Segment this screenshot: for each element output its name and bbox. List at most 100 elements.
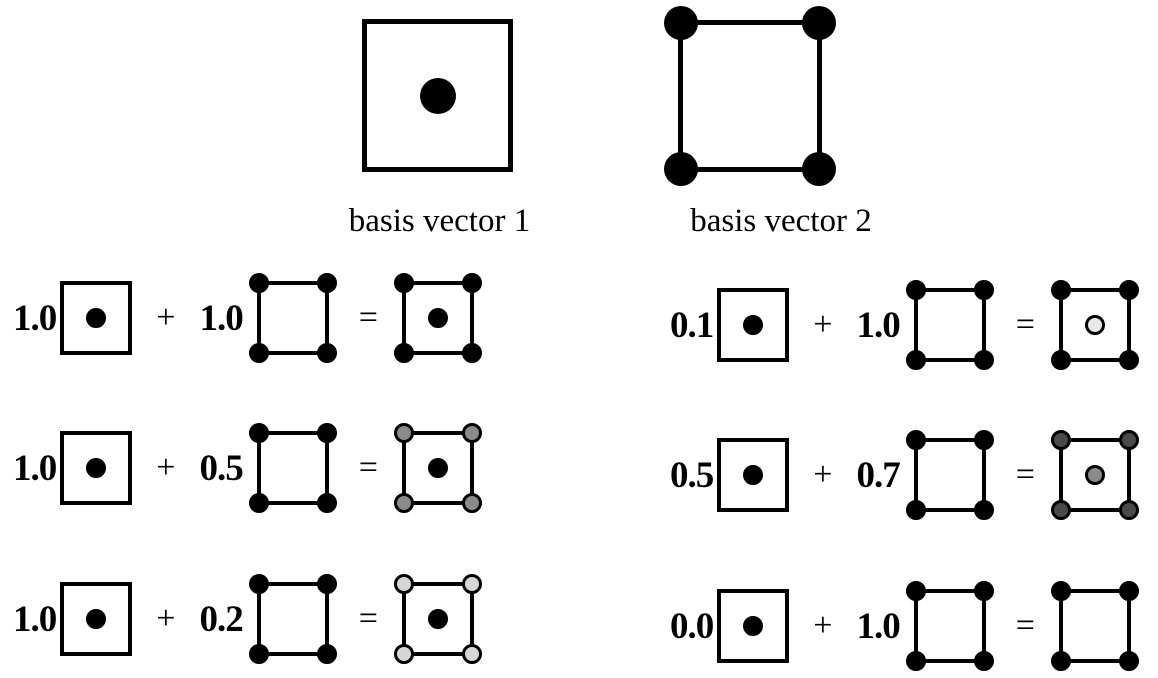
corner-dot	[248, 574, 269, 594]
equals-operator: =	[1015, 456, 1035, 493]
basis1-term-square	[717, 288, 790, 362]
basis2-term-square	[905, 581, 994, 671]
coefficient-basis2: 1.0	[199, 297, 243, 339]
corner-dot	[905, 350, 926, 370]
equation-row: 0.1 + 1.0 =	[670, 280, 1139, 370]
basis2-term-square	[905, 280, 994, 370]
plus-operator: +	[813, 456, 833, 493]
corner-dot	[316, 273, 337, 293]
result-center-dot	[427, 458, 448, 478]
corner-dot	[905, 651, 926, 671]
coefficient-basis2: 1.0	[856, 605, 900, 647]
center-dot	[743, 465, 764, 485]
basis1-term-square	[717, 438, 790, 512]
equals-operator: =	[1015, 306, 1035, 343]
equals-operator: =	[1015, 607, 1035, 644]
corner-dot	[973, 500, 994, 520]
result-corner-dot	[393, 644, 414, 664]
result-square	[1050, 280, 1139, 370]
result-corner-dot	[461, 644, 482, 664]
equals-operator: =	[358, 449, 378, 486]
center-dot	[86, 609, 107, 629]
result-corner-dot	[393, 343, 414, 363]
corner-dot	[316, 493, 337, 513]
corner-dot	[802, 152, 836, 186]
coefficient-basis1: 1.0	[13, 598, 57, 640]
result-corner-dot	[1050, 350, 1071, 370]
corner-dot	[664, 152, 698, 186]
plus-operator: +	[156, 600, 176, 637]
corner-dot	[905, 280, 926, 300]
result-corner-dot	[1050, 651, 1071, 671]
result-corner-dot	[1118, 350, 1139, 370]
result-corner-dot	[1050, 280, 1071, 300]
result-corner-dot	[393, 423, 414, 443]
corner-dot	[973, 350, 994, 370]
corner-dot	[316, 574, 337, 594]
equation-row: 1.0 + 0.5 =	[13, 423, 482, 513]
result-square	[1050, 430, 1139, 520]
coefficient-basis1: 1.0	[13, 297, 57, 339]
plus-operator: +	[156, 299, 176, 336]
result-center-dot	[427, 609, 448, 629]
corner-dot	[973, 581, 994, 601]
corner-dot	[248, 343, 269, 363]
coefficient-basis1: 0.0	[670, 605, 714, 647]
corner-dot	[248, 493, 269, 513]
result-corner-dot	[1050, 500, 1071, 520]
corner-dot	[973, 430, 994, 450]
basis2-term-square	[248, 574, 337, 664]
coefficient-basis1: 0.5	[670, 454, 714, 496]
equation-row: 0.5 + 0.7 =	[670, 430, 1139, 520]
result-center-dot	[1084, 315, 1105, 335]
corner-dot	[973, 280, 994, 300]
coefficient-basis2: 0.2	[199, 598, 243, 640]
corner-dot	[316, 644, 337, 664]
corner-dot	[248, 423, 269, 443]
coefficient-basis1: 0.1	[670, 304, 714, 346]
basis-vector-2-label: basis vector 2	[690, 203, 872, 239]
corner-dot	[802, 6, 836, 40]
result-corner-dot	[393, 273, 414, 293]
equation-row: 0.0 + 1.0 =	[670, 581, 1139, 671]
basis1-term-square	[60, 281, 133, 355]
coefficient-basis2: 0.7	[856, 454, 900, 496]
equals-operator: =	[358, 299, 378, 336]
result-center-dot	[1084, 465, 1105, 485]
coefficient-basis2: 0.5	[199, 447, 243, 489]
result-square	[393, 574, 482, 664]
basis1-term-square	[60, 582, 133, 656]
result-square	[1050, 581, 1139, 671]
corner-dot	[316, 423, 337, 443]
basis-vector-2-square	[664, 6, 836, 186]
result-corner-dot	[1118, 280, 1139, 300]
equation-row: 1.0 + 0.2 =	[13, 574, 482, 664]
corner-dot	[248, 273, 269, 293]
basis2-term-square	[248, 273, 337, 363]
result-corner-dot	[461, 574, 482, 594]
center-dot	[86, 308, 107, 328]
basis1-term-square	[60, 431, 133, 505]
result-corner-dot	[461, 343, 482, 363]
center-dot	[743, 616, 764, 636]
plus-operator: +	[813, 306, 833, 343]
equation-row: 1.0 + 1.0 =	[13, 273, 482, 363]
center-dot	[419, 77, 456, 114]
basis2-term-square	[905, 430, 994, 520]
result-square	[393, 423, 482, 513]
result-corner-dot	[393, 574, 414, 594]
result-corner-dot	[393, 493, 414, 513]
result-corner-dot	[1118, 430, 1139, 450]
corner-dot	[973, 651, 994, 671]
basis1-term-square	[717, 589, 790, 663]
equals-operator: =	[358, 600, 378, 637]
coefficient-basis2: 1.0	[856, 304, 900, 346]
corner-dot	[248, 644, 269, 664]
center-dot	[86, 458, 107, 478]
result-corner-dot	[1118, 500, 1139, 520]
result-center-dot	[427, 308, 448, 328]
result-corner-dot	[461, 493, 482, 513]
coefficient-basis1: 1.0	[13, 447, 57, 489]
plus-operator: +	[156, 449, 176, 486]
